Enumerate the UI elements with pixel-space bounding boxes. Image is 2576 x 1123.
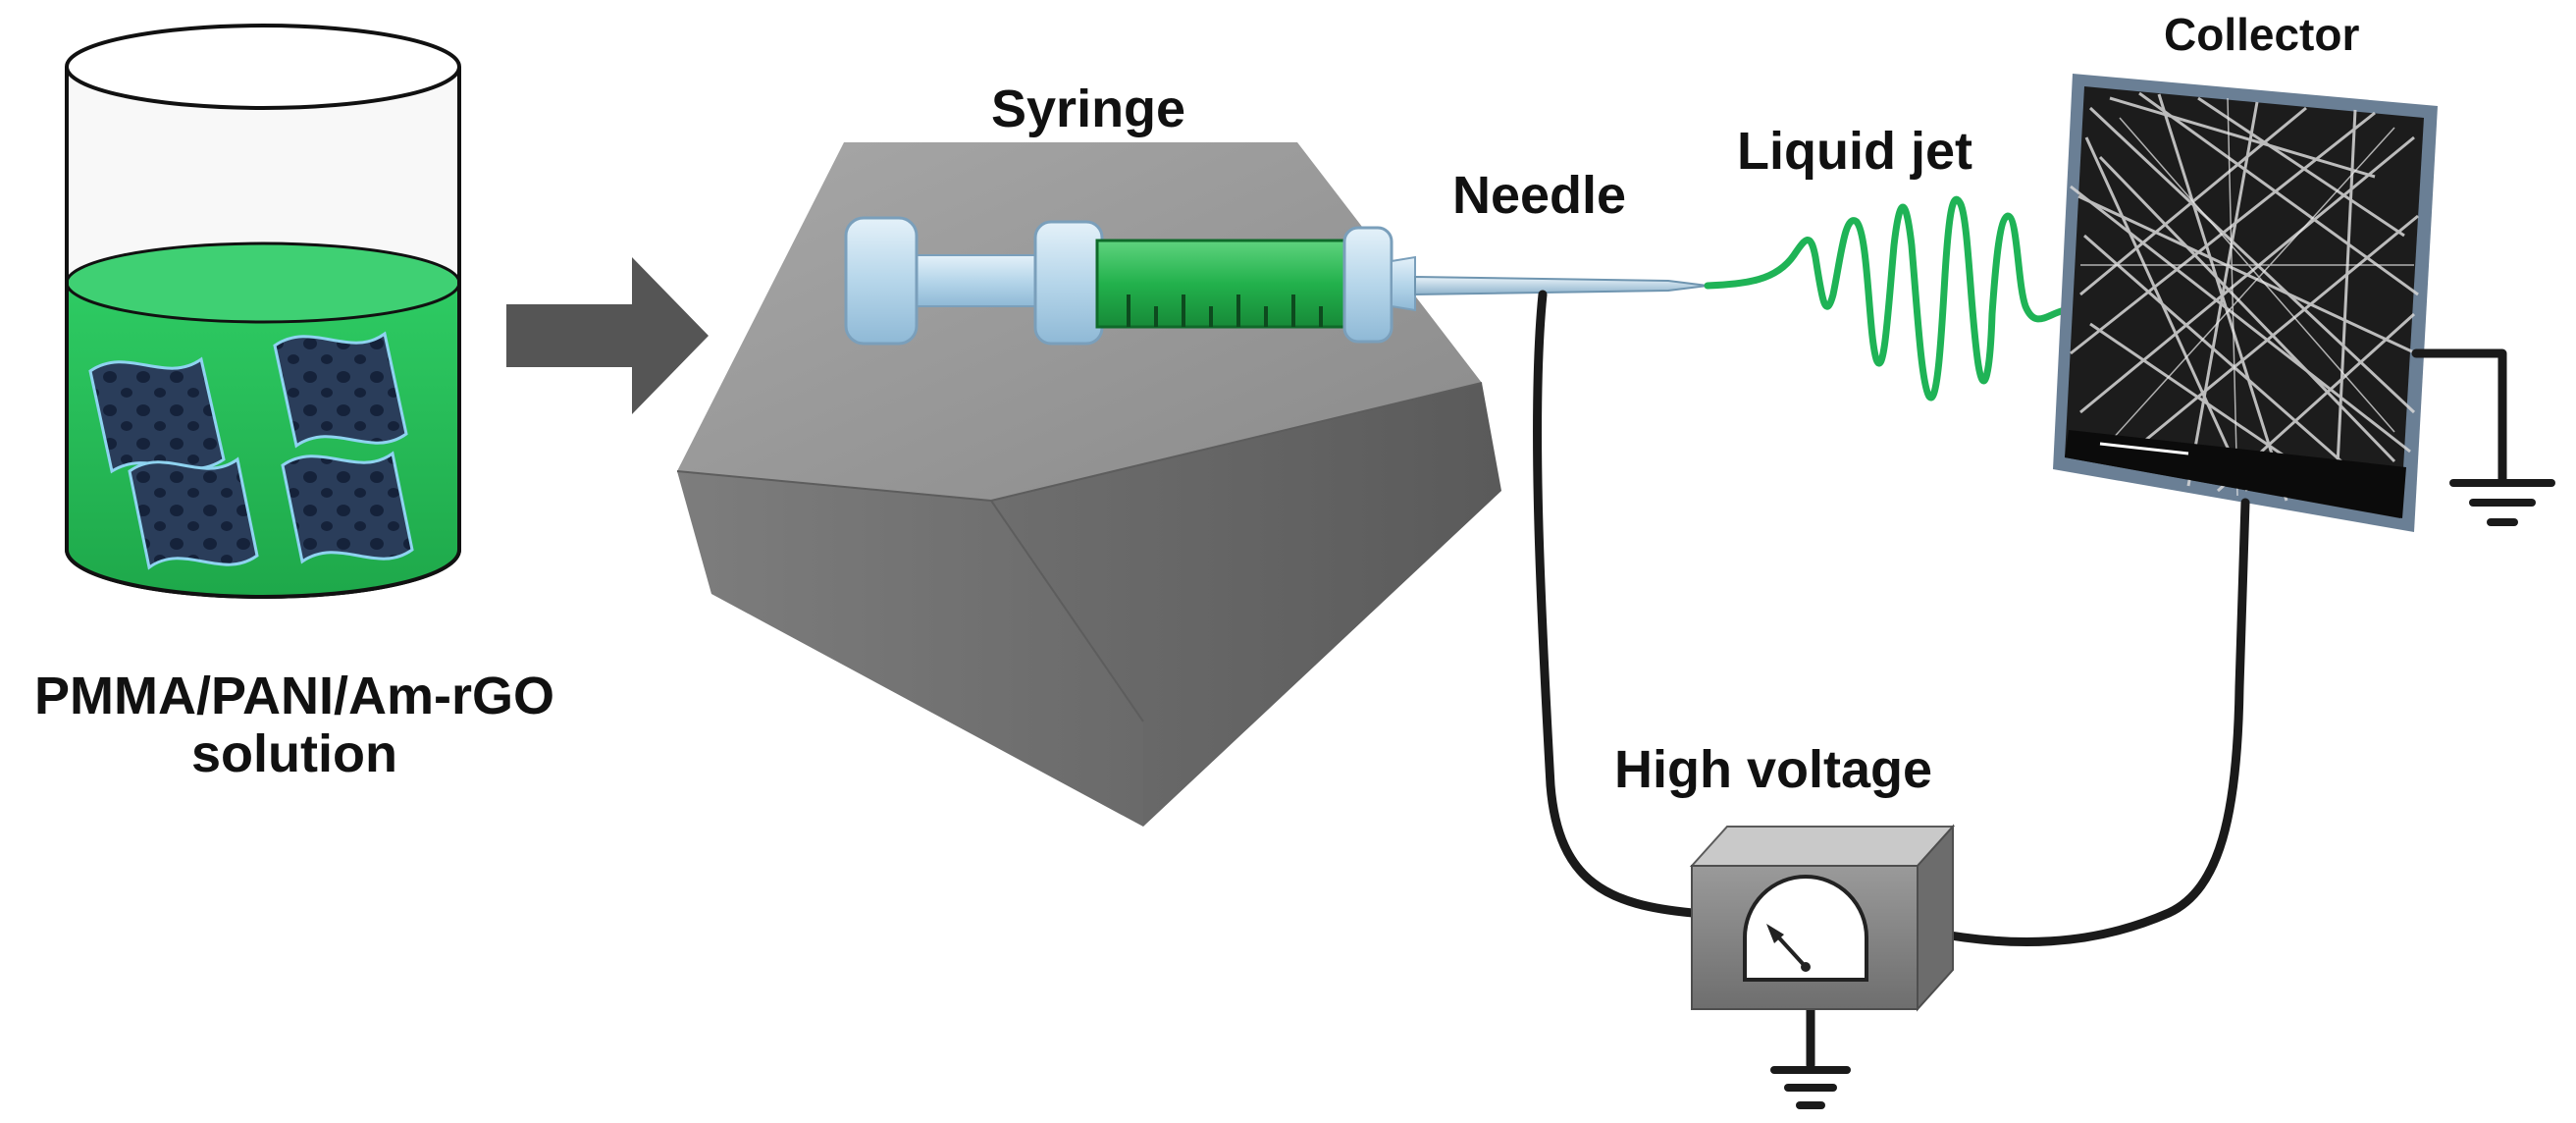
wires bbox=[1533, 290, 2507, 1070]
needle-label: Needle bbox=[1452, 166, 1627, 225]
right-arrow-icon bbox=[506, 257, 709, 414]
needle bbox=[1414, 275, 1709, 296]
voltage-meter-icon bbox=[1743, 875, 1868, 982]
hv-ground-icon bbox=[1770, 1066, 1851, 1109]
solution-label-line1: PMMA/PANI/Am-rGO bbox=[33, 667, 554, 725]
collector-ground-wire bbox=[2411, 348, 2507, 484]
solution-label-line2: solution bbox=[191, 724, 397, 784]
beaker bbox=[65, 24, 461, 599]
solution-label: PMMA/PANI/Am-rGO solution bbox=[0, 667, 589, 784]
nanosheet-flakes bbox=[88, 331, 414, 570]
needle-wire bbox=[1533, 290, 1698, 918]
collector-label: Collector bbox=[2164, 9, 2360, 60]
graduation-marks bbox=[1127, 294, 1323, 327]
liquid-jet bbox=[1704, 195, 2143, 401]
syringe bbox=[844, 216, 1416, 346]
high-voltage-label: High voltage bbox=[1614, 740, 1933, 799]
collector-ground-icon bbox=[2449, 479, 2555, 526]
fiber-collector bbox=[2053, 74, 2438, 532]
high-voltage-source bbox=[1689, 824, 1956, 1012]
collector-wire bbox=[1928, 498, 2250, 946]
solution-surface bbox=[65, 241, 461, 324]
liquid-jet-label: Liquid jet bbox=[1737, 122, 1972, 181]
beaker-rim bbox=[65, 24, 461, 110]
syringe-label: Syringe bbox=[991, 80, 1186, 138]
